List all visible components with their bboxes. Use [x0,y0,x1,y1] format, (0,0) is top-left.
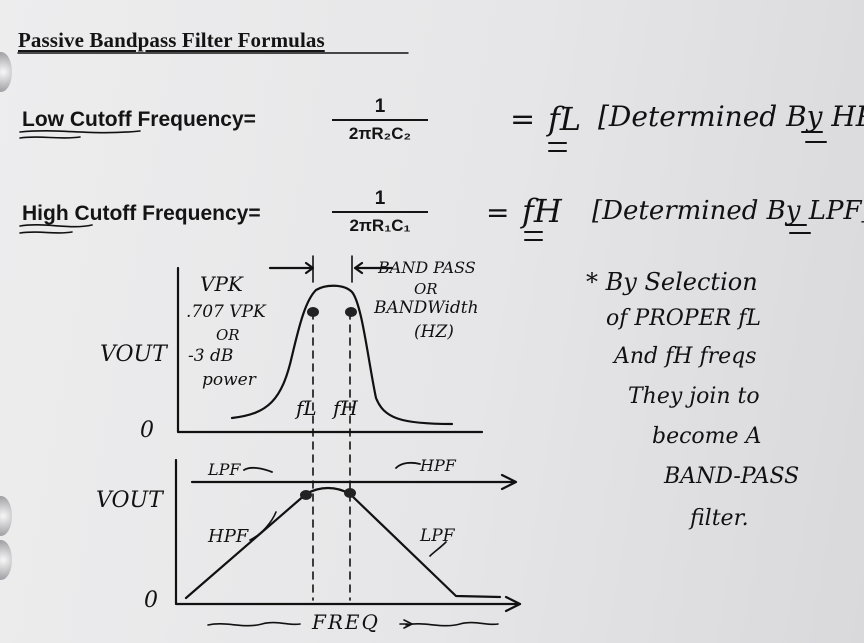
page-title: Passive Bandpass Filter Formulas [18,28,325,52]
high-cutoff-numerator: 1 [374,188,386,209]
side-note-line3: And fH freqs [614,344,757,369]
lpf-curve-label: LPF [420,526,455,546]
fraction-bar [332,119,428,121]
bandpass-line1: BAND PASS [378,258,476,277]
or-label: OR [216,326,240,344]
vout-top-label: VOUT [100,342,167,367]
bandpass-line4: (HZ) [414,322,454,342]
fl-label: fL [296,396,317,420]
side-note-line6: BAND-PASS [664,464,800,489]
zero-bottom-label: 0 [144,588,158,613]
low-cutoff-label: Low Cutoff Frequency= [22,108,256,131]
side-note-line1: * By Selection [586,268,758,296]
hpf-top-label: HPF [420,456,456,475]
bandpass-line2: OR [414,280,438,298]
zero-top-label: 0 [140,418,154,443]
side-note-line2: of PROPER fL [606,306,761,331]
p707-label: .707 VPK [186,302,266,322]
minus3db-label: -3 dB [188,346,234,366]
bandpass-line3: BANDWidth [374,298,479,318]
side-note-line7: filter. [690,506,749,531]
power-label: power [202,370,256,390]
high-cutoff-label: High Cutoff Frequency= [22,202,261,225]
vpk-label: VPK [200,272,243,296]
high-cutoff-equals: = [486,196,510,229]
low-cutoff-numerator: 1 [374,96,386,117]
binder-hole [0,52,12,92]
high-cutoff-symbol: fH [522,192,562,230]
vout-bottom-label: VOUT [96,488,163,513]
high-cutoff-denominator: 2πR₁C₁ [349,216,411,235]
low-cutoff-equals: = [510,102,536,137]
fh-label: fH [333,396,358,420]
low-cutoff-note: [Determined By HPF [598,100,864,133]
low-cutoff-symbol: fL [548,100,582,138]
high-cutoff-note: [Determined By LPF] [592,196,864,226]
binder-hole [0,540,12,580]
freq-label: FREQ [312,610,380,634]
fraction-bar [332,211,428,213]
hpf-curve-label: HPF [208,526,249,547]
high-cutoff-fraction: 1 2πR₁C₁ [332,188,428,236]
low-cutoff-denominator: 2πR₂C₂ [348,124,412,143]
side-note-line5: become A [652,424,762,449]
lpf-top-label: LPF [208,460,241,479]
binder-hole [0,496,12,536]
side-note-line4: They join to [628,384,760,409]
low-cutoff-fraction: 1 2πR₂C₂ [332,96,428,144]
